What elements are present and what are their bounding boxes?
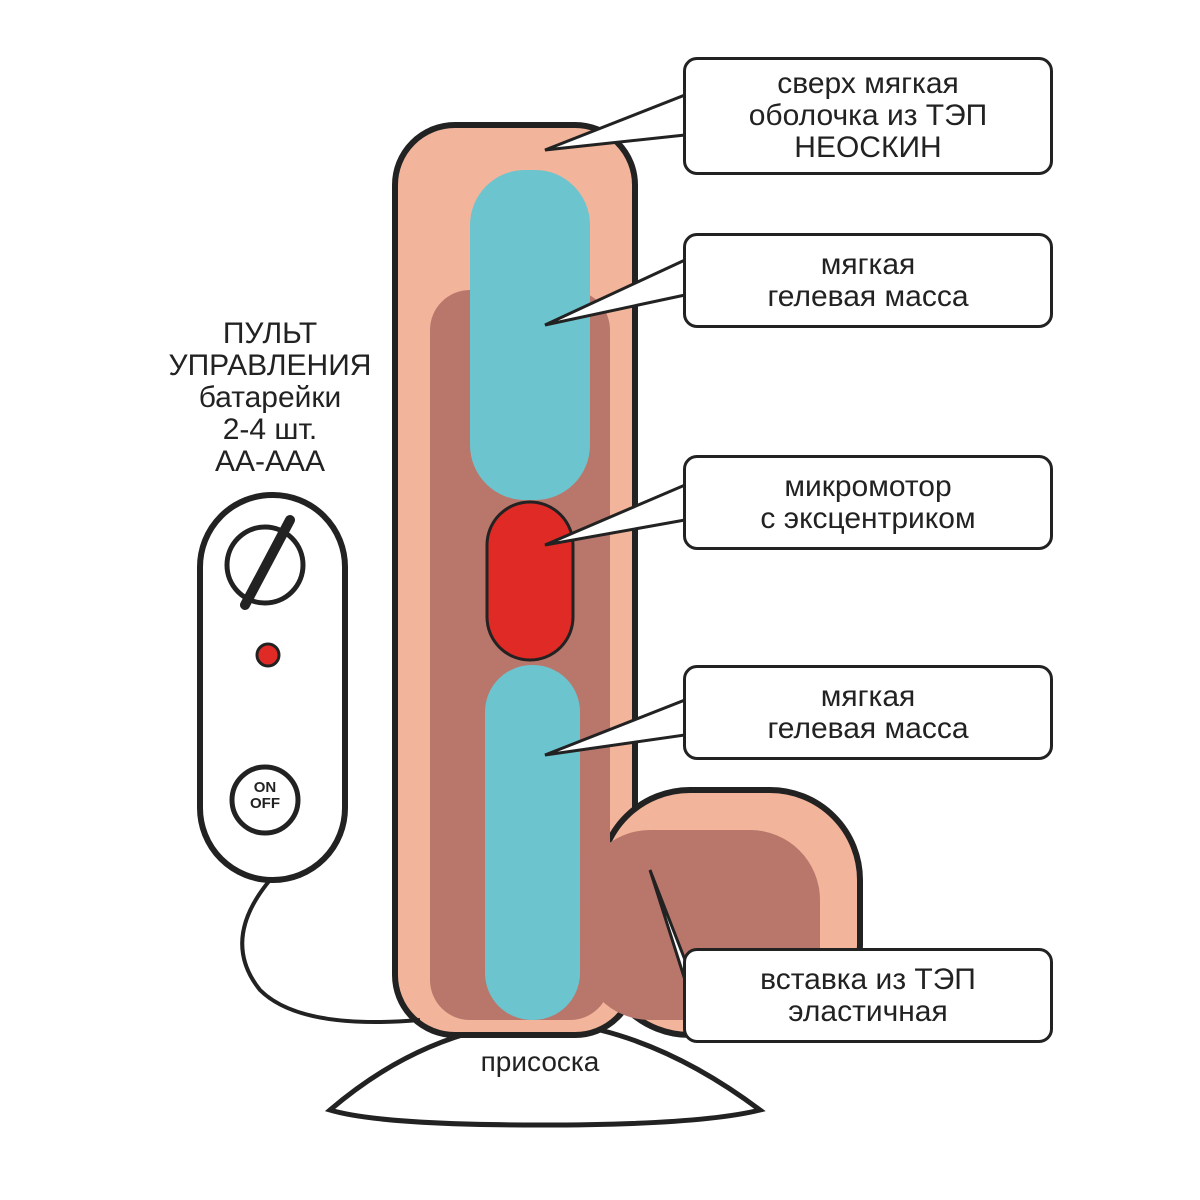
on-off-button (229, 764, 301, 836)
suction-base (324, 1027, 766, 1128)
gel-core-lower (485, 665, 580, 1020)
remote-cable (240, 878, 421, 1024)
motor-unit (485, 500, 575, 662)
callout-gel-lower: мягкая гелевая масса (683, 665, 1053, 760)
callout-gel-upper: мягкая гелевая масса (683, 233, 1053, 328)
on-off-label: ON OFF (250, 779, 280, 812)
dial-pointer (240, 515, 295, 610)
callout-motor: микромотор с эксцентриком (683, 455, 1053, 550)
indicator-led-icon (255, 642, 281, 668)
base-label: присоска (480, 1046, 600, 1077)
callout-insert: вставка из ТЭП эластичная (683, 948, 1053, 1043)
gel-core-upper (470, 170, 590, 500)
callout-outer-shell: сверх мягкая оболочка из ТЭП НЕОСКИН (683, 57, 1053, 175)
remote-title: ПУЛЬТ УПРАВЛЕНИЯ батарейки 2-4 шт. АА-АА… (168, 317, 372, 478)
